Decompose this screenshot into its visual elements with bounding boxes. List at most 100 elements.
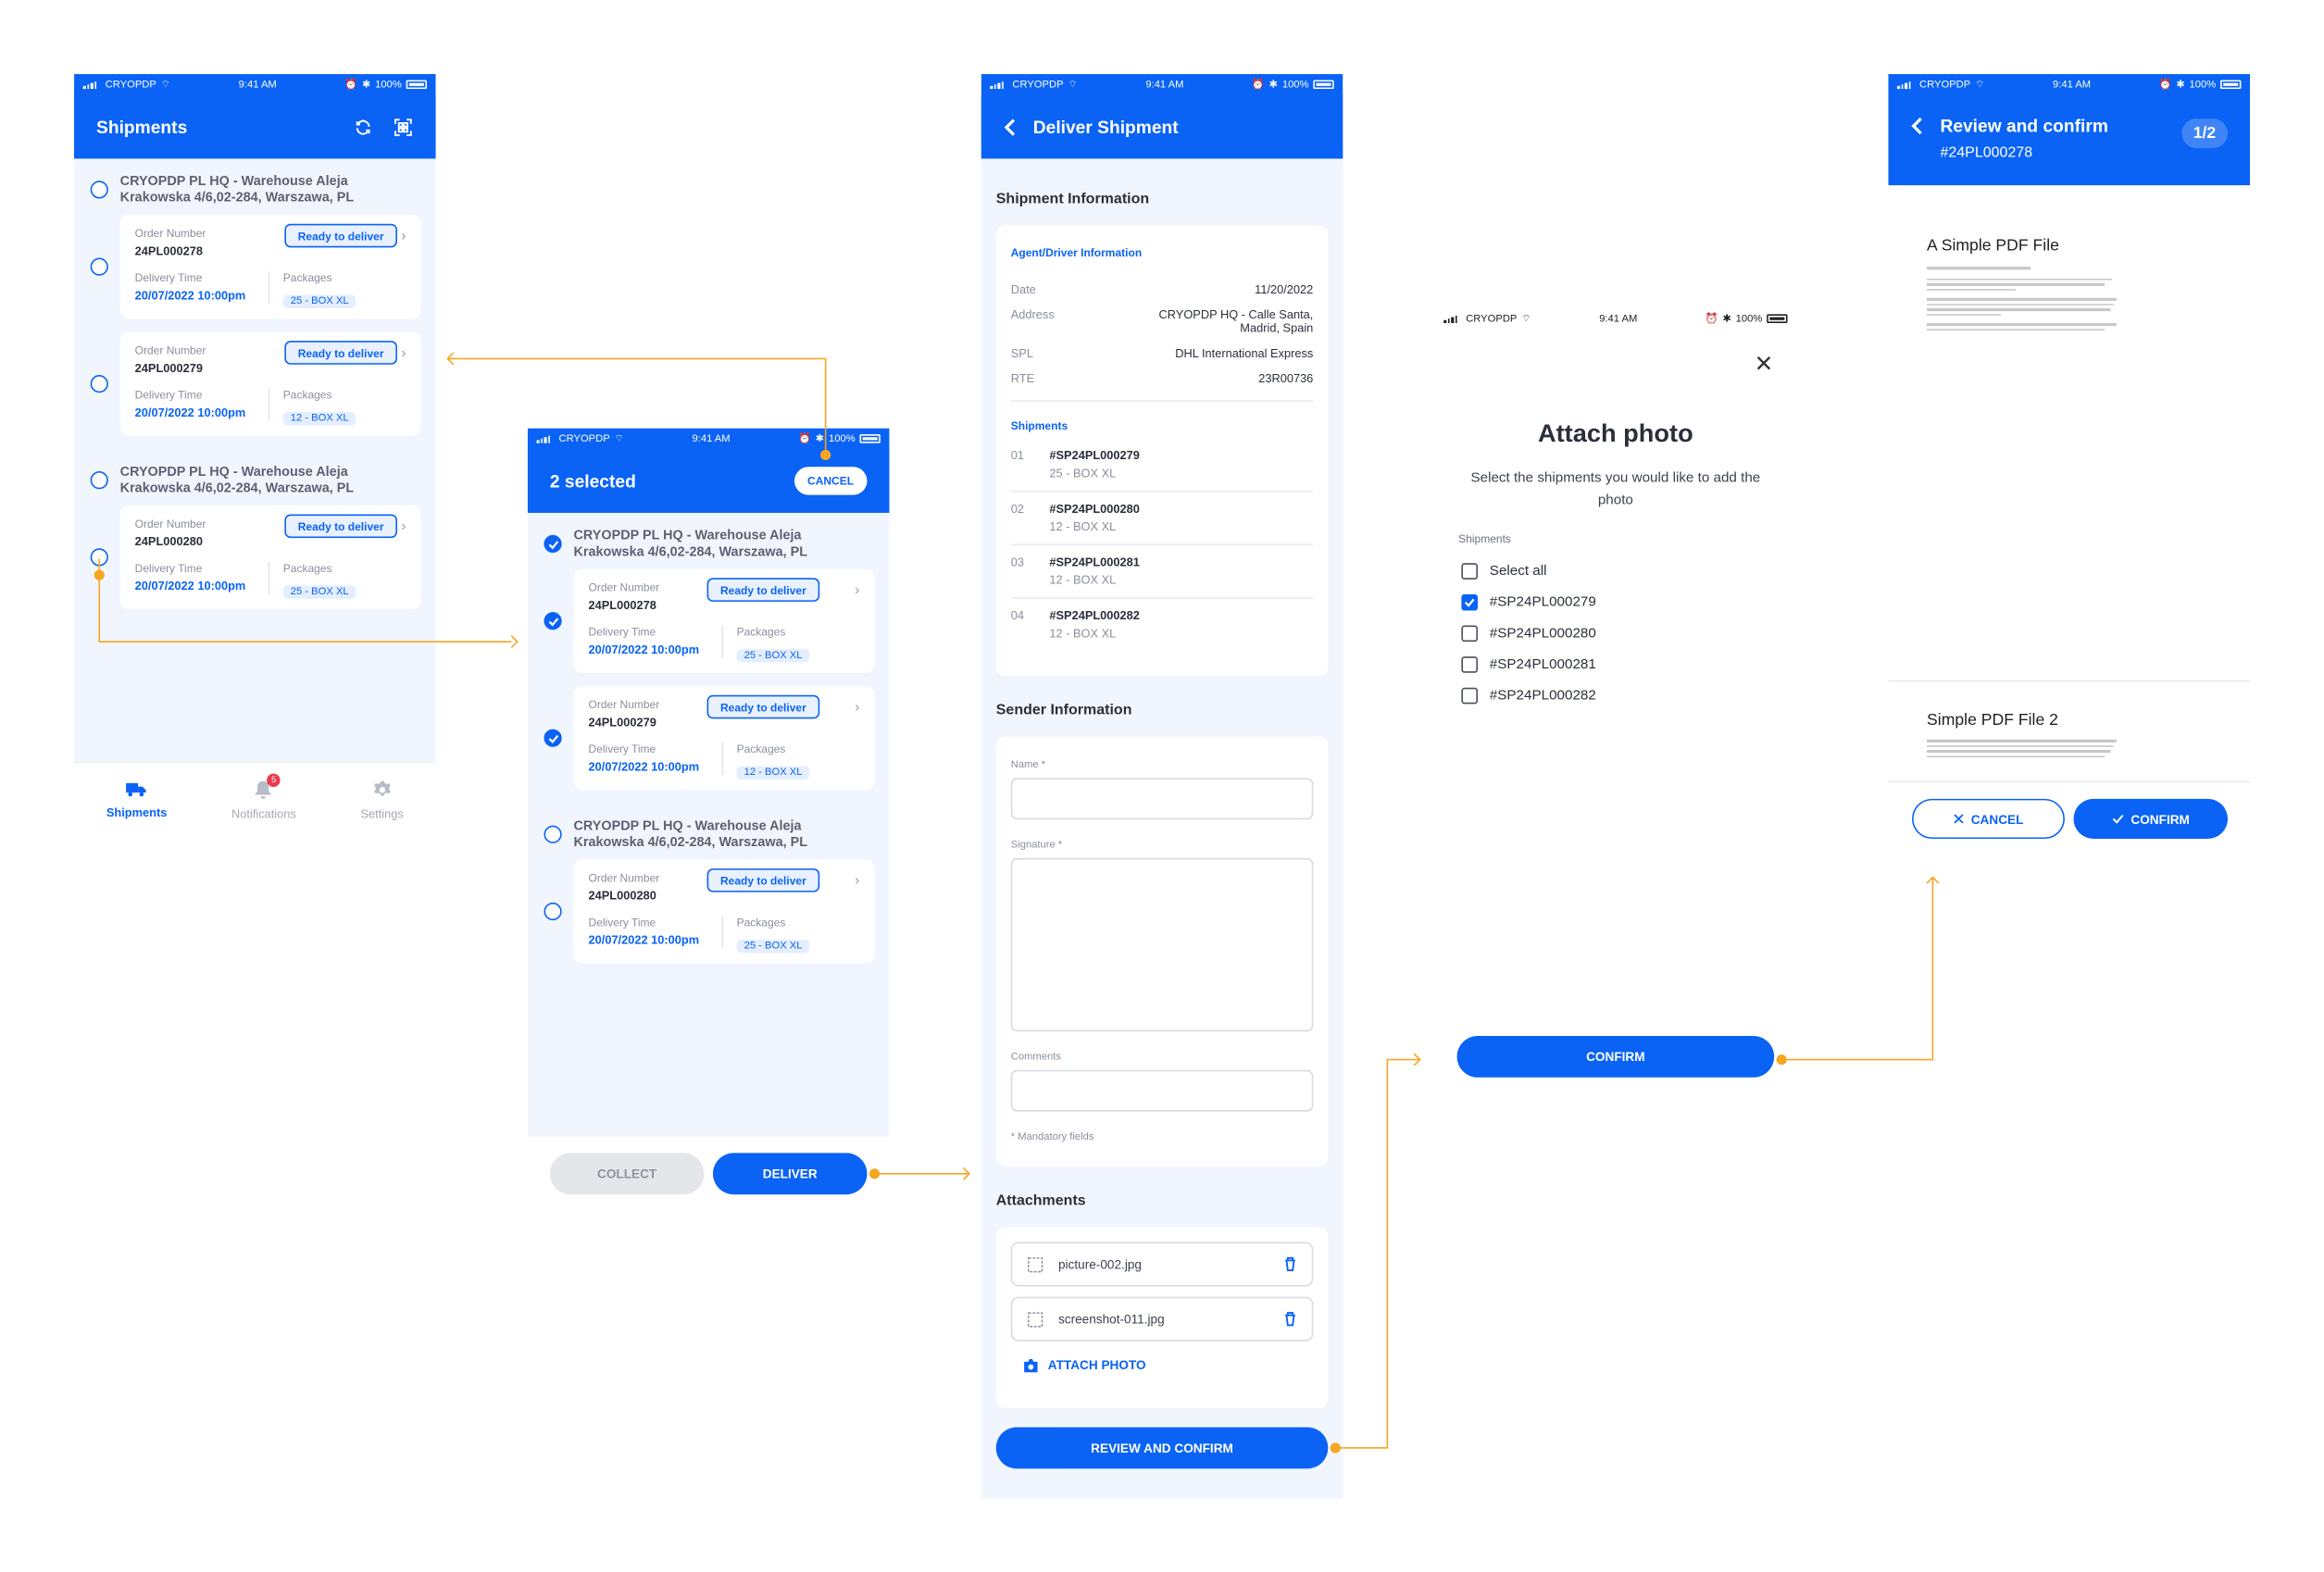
status-badge: Ready to deliver <box>706 578 820 602</box>
collect-button[interactable]: COLLECT <box>549 1153 705 1195</box>
checkbox-select-all[interactable]: Select all <box>1461 563 1595 580</box>
list-item: Order Number 24PL000278 Ready to deliver… <box>528 568 890 673</box>
packages-badge: 25 - BOX XL <box>736 939 810 954</box>
review-and-confirm-button[interactable]: REVIEW AND CONFIRM <box>995 1427 1329 1469</box>
signature-pad[interactable] <box>1010 857 1314 1032</box>
trash-icon[interactable] <box>1283 1256 1296 1272</box>
delivery-time: 20/07/2022 10:00pm <box>134 579 246 593</box>
flow-connector <box>1335 1058 1420 1449</box>
check-icon <box>2112 814 2123 824</box>
order-card[interactable]: Order Number 24PL000278 Ready to deliver… <box>573 568 875 673</box>
app-bar: 2 selected CANCEL <box>527 449 890 513</box>
screen-deliver-shipment: CRYOPDP⌔ 9:41 AM ⏰✱100% Deliver Shipment… <box>981 74 1343 1499</box>
pdf-page-1[interactable]: A Simple PDF File <box>1927 237 2223 331</box>
order-card[interactable]: Order Number 24PL000280 Ready to deliver… <box>573 859 875 964</box>
tab-notifications[interactable]: 5 Notifications <box>231 773 296 821</box>
shipment-information-heading: Shipment Information <box>995 191 1150 208</box>
group-title: CRYOPDP PL HQ - Warehouse Aleja Krakowsk… <box>573 527 808 559</box>
page-title: Review and confirm <box>1940 115 2108 137</box>
order-id: #24PL000278 <box>1940 144 2033 162</box>
status-bar: CRYOPDP⌔ 9:41 AM ⏰✱100% <box>528 429 890 449</box>
comments-field[interactable] <box>1010 1069 1314 1112</box>
image-icon <box>1028 1256 1043 1272</box>
qr-scan-icon[interactable] <box>393 117 413 137</box>
alarm-icon: ⏰ <box>344 80 358 91</box>
packages-badge: 25 - BOX XL <box>282 294 356 308</box>
battery-icon <box>1313 80 1334 90</box>
order-card[interactable]: Order Number 24PL000279 Ready to deliver… <box>573 686 875 791</box>
chevron-right-icon[interactable]: › <box>401 344 406 362</box>
order-radio-checked[interactable] <box>544 612 562 630</box>
packages-badge: 12 - BOX XL <box>282 412 356 426</box>
sender-information-heading: Sender Information <box>995 702 1132 719</box>
chevron-right-icon[interactable]: › <box>855 699 860 717</box>
back-arrow-icon[interactable] <box>1004 118 1016 136</box>
order-radio[interactable] <box>90 375 108 393</box>
wifi-icon: ⌔ <box>1975 79 1985 90</box>
sender-information-panel: Name * Signature * Comments * Mandatory … <box>995 736 1329 1167</box>
chevron-right-icon[interactable]: › <box>855 582 860 599</box>
group-header: CRYOPDP PL HQ - Warehouse Aleja Krakowsk… <box>74 449 436 505</box>
list-item: Order Number 24PL000278 Ready to deliver… <box>74 215 436 319</box>
chevron-right-icon[interactable]: › <box>401 228 406 245</box>
order-card[interactable]: Order Number 24PL000278 Ready to deliver… <box>119 215 421 319</box>
deliver-button[interactable]: DELIVER <box>712 1153 868 1195</box>
signal-icon <box>536 434 550 443</box>
cancel-selection-button[interactable]: CANCEL <box>793 467 868 495</box>
chevron-right-icon[interactable]: › <box>855 872 860 890</box>
bell-icon <box>256 780 272 799</box>
attach-photo-button[interactable]: ATTACH PHOTO <box>1011 1357 1314 1372</box>
status-badge: Ready to deliver <box>284 514 397 539</box>
close-icon[interactable] <box>1756 356 1771 370</box>
signal-icon <box>1897 81 1911 89</box>
flow-connector <box>1781 877 1934 1061</box>
screen-attach-photo: CRYOPDP⌔ 9:41 AM ⏰✱100% Attach photo Sel… <box>1434 307 1797 1094</box>
refresh-icon[interactable] <box>355 118 372 135</box>
bluetooth-icon: ✱ <box>815 434 825 445</box>
list-item: Order Number 24PL000280 Ready to deliver… <box>528 859 890 964</box>
order-number: 24PL000279 <box>134 361 204 376</box>
order-radio[interactable] <box>90 548 108 567</box>
attachments-heading: Attachments <box>995 1192 1086 1210</box>
group-radio[interactable] <box>90 471 108 490</box>
group-header: CRYOPDP PL HQ - Warehouse Aleja Krakowsk… <box>528 513 890 569</box>
app-bar: Shipments <box>74 94 436 159</box>
tab-shipments[interactable]: Shipments <box>106 781 167 819</box>
checkbox-shipment[interactable]: #SP24PL000280 <box>1461 625 1596 643</box>
alarm-icon: ⏰ <box>1705 314 1718 325</box>
trash-icon[interactable] <box>1283 1312 1296 1327</box>
attachment-item[interactable]: picture-002.jpg <box>1010 1241 1314 1287</box>
status-bar: CRYOPDP⌔ 9:41 AM ⏰✱100% <box>1888 74 2250 94</box>
order-radio[interactable] <box>544 902 562 921</box>
order-radio-checked[interactable] <box>544 729 562 747</box>
checkbox-shipment[interactable]: #SP24PL000282 <box>1461 687 1596 705</box>
packages-badge: 12 - BOX XL <box>736 766 810 780</box>
tab-settings[interactable]: Settings <box>360 780 404 821</box>
order-card[interactable]: Order Number 24PL000280 Ready to deliver… <box>119 505 421 609</box>
pdf-page-2[interactable]: Simple PDF File 2 <box>1927 711 2223 758</box>
group-radio-checked[interactable] <box>544 534 562 554</box>
bluetooth-icon: ✱ <box>2176 80 2185 91</box>
group-radio[interactable] <box>544 825 562 843</box>
list-item: Order Number 24PL000279 Ready to deliver… <box>74 331 436 436</box>
back-arrow-icon[interactable] <box>1910 117 1922 135</box>
battery-icon <box>2219 80 2242 90</box>
group-radio[interactable] <box>90 181 108 199</box>
checkbox-shipment[interactable]: #SP24PL000281 <box>1461 656 1596 673</box>
confirm-button[interactable]: CONFIRM <box>2073 798 2229 840</box>
bluetooth-icon: ✱ <box>1268 80 1279 91</box>
attachment-item[interactable]: screenshot-011.jpg <box>1010 1296 1314 1341</box>
cancel-button[interactable]: CANCEL <box>1912 798 2065 840</box>
name-field[interactable] <box>1010 778 1314 820</box>
order-radio[interactable] <box>90 257 108 276</box>
chevron-right-icon[interactable]: › <box>401 518 406 535</box>
list-item: Order Number 24PL000279 Ready to deliver… <box>528 686 890 791</box>
confirm-button[interactable]: CONFIRM <box>1456 1035 1775 1078</box>
checkbox-shipment[interactable]: #SP24PL000279 <box>1461 593 1596 611</box>
page-title: Shipments <box>96 116 188 138</box>
order-card[interactable]: Order Number 24PL000279 Ready to deliver… <box>119 331 421 436</box>
check-icon <box>547 540 558 549</box>
